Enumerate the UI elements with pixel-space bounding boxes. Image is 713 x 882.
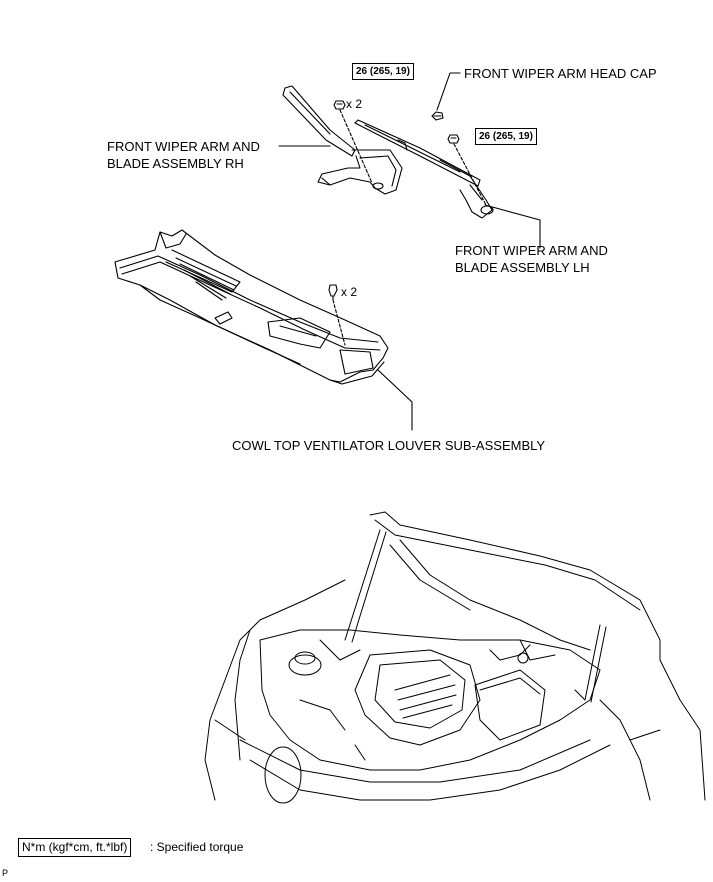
footer-code: P xyxy=(2,868,9,878)
label-wiper-lh-line2: BLADE ASSEMBLY LH xyxy=(455,260,590,275)
label-wiper-lh-line1: FRONT WIPER ARM AND xyxy=(455,243,608,258)
legend-torque-text: : Specified torque xyxy=(150,840,244,854)
qty-rh-nut: x 2 xyxy=(346,97,363,111)
clip-cowl-drawing xyxy=(328,284,338,301)
cowl-louver-drawing xyxy=(114,229,389,385)
legend-torque-symbol: N*m (kgf*cm, ft.*lbf) xyxy=(18,838,132,857)
label-wiper-rh-line2: BLADE ASSEMBLY RH xyxy=(107,156,244,171)
qty-cowl-clip: x 2 xyxy=(341,285,358,299)
head-cap-drawing xyxy=(431,111,444,121)
label-head-cap: FRONT WIPER ARM HEAD CAP xyxy=(464,66,657,81)
label-cowl-louver: COWL TOP VENTILATOR LOUVER SUB-ASSEMBLY xyxy=(232,438,546,453)
vehicle-drawing xyxy=(204,511,706,804)
nut-lh-drawing xyxy=(447,134,460,144)
label-wiper-rh-line1: FRONT WIPER ARM AND xyxy=(107,139,260,154)
wiper-arm-rh-drawing xyxy=(282,85,403,195)
nut-rh-drawing xyxy=(333,100,346,110)
wiper-arm-lh-drawing xyxy=(354,119,494,219)
torque-rh-nut: 26 (265, 19) xyxy=(352,63,414,80)
torque-lh-nut: 26 (265, 19) xyxy=(475,128,537,145)
